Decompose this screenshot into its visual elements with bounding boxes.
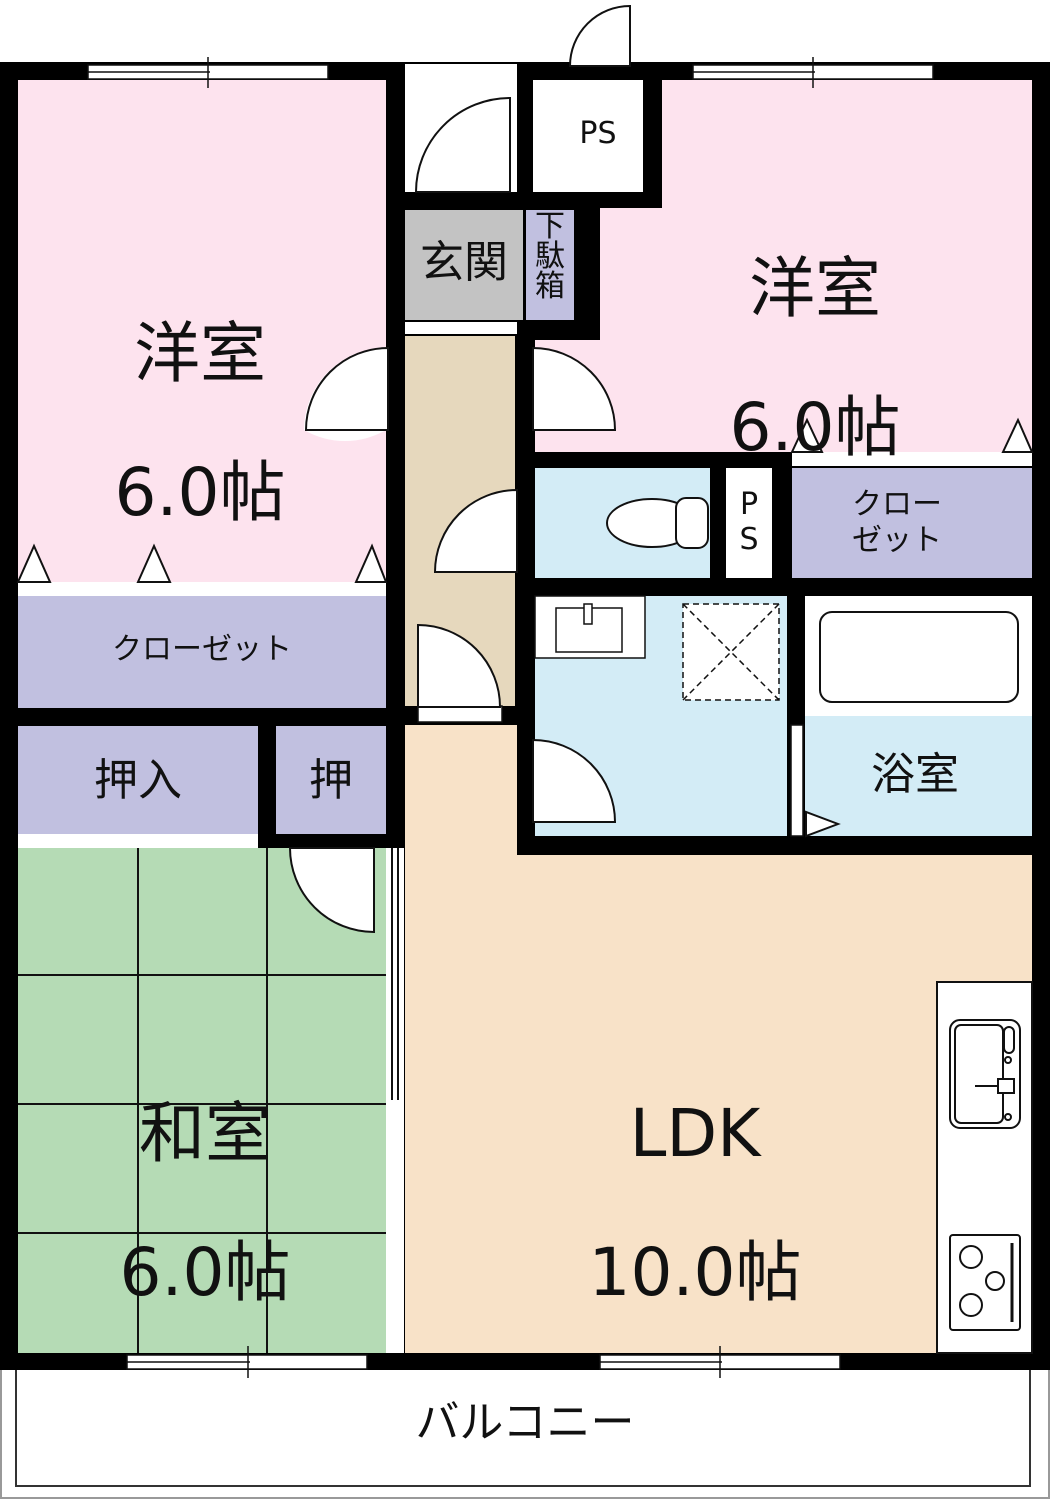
western-room-2-floor	[535, 80, 1032, 452]
western-room-1-floor	[18, 80, 386, 582]
closet-left-label: クローゼット	[112, 632, 292, 667]
shoe-cabinet-label: 下 駄 箱	[535, 209, 565, 304]
room-name: 洋室	[134, 315, 266, 393]
ldk-label: LDK 10.0帖	[545, 1030, 845, 1376]
room-size: 6.0帖	[729, 388, 901, 466]
bathroom-label: 浴室	[871, 749, 959, 800]
oshiire-label: 押入	[94, 755, 182, 806]
tatami-floor	[18, 848, 386, 1353]
room-name: LDK	[629, 1095, 761, 1173]
room-name: 和室	[139, 1095, 271, 1173]
entrance-label: 玄関	[420, 237, 508, 288]
japanese-room-label: 和室 6.0帖	[60, 1030, 350, 1376]
closet-left-floor	[18, 596, 386, 708]
entrance-floor	[405, 210, 523, 320]
oshi-label: 押	[309, 755, 353, 806]
ps-mid-label: P S	[739, 487, 759, 557]
western-room-2-label: 洋室 6.0帖	[675, 185, 955, 531]
ldk-floor	[405, 725, 1032, 1353]
ps-top-label: PS	[579, 116, 617, 151]
balcony-label: バルコニー	[415, 1397, 635, 1448]
room-size: 6.0帖	[114, 453, 286, 531]
closet-right-label: クロー ゼット	[852, 487, 942, 558]
western-room-1-label: 洋室 6.0帖	[60, 250, 340, 596]
room-size: 6.0帖	[119, 1233, 291, 1311]
room-size: 10.0帖	[588, 1233, 802, 1311]
room-name: 洋室	[749, 250, 881, 328]
